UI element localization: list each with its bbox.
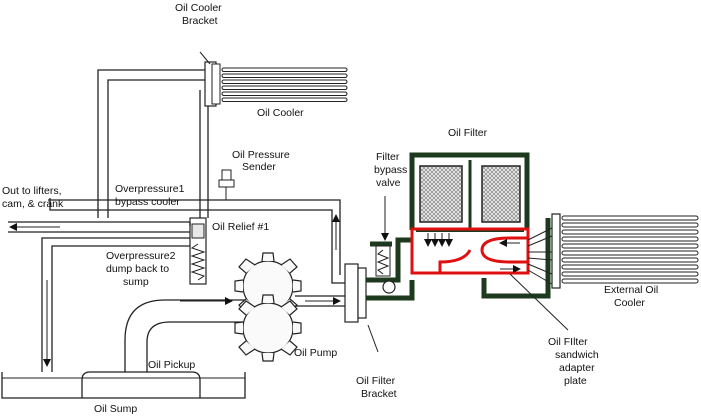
label-out-to-lifters-2: cam, & crank: [2, 198, 64, 210]
label-oil-pump: Oil Pump: [294, 347, 337, 359]
pump-outlet-pipe: [180, 295, 345, 307]
external-oil-cooler: [527, 213, 699, 289]
label-filter-bypass-2: bypass: [374, 164, 407, 176]
label-overpressure1-2: bypass cooler: [115, 196, 180, 208]
label-out-to-lifters-1: Out to lifters,: [2, 185, 62, 197]
label-oil-pickup: Oil Pickup: [148, 359, 195, 371]
label-overpressure2-1: Overpressure2: [106, 250, 176, 262]
label-sandwich-3: adapter: [559, 362, 595, 374]
label-oil-filter: Oil Filter: [448, 127, 488, 139]
label-oil-filter-bracket-2: Bracket: [361, 388, 397, 400]
oil-pressure-sender: [218, 169, 235, 200]
sandwich-adapter-plate: [410, 227, 530, 275]
filter-channels: [366, 218, 551, 301]
label-oil-cooler-bracket-2: Bracket: [182, 15, 218, 27]
out-to-lifters-line: [8, 221, 190, 233]
filter-bypass-valve: [375, 196, 396, 294]
label-oil-relief: Oil Relief #1: [212, 221, 269, 233]
label-overpressure1-1: Overpressure1: [115, 183, 185, 195]
label-overpressure2-3: sump: [123, 276, 149, 288]
oil-filter-housing: [409, 152, 530, 232]
oil-pump: [234, 252, 302, 362]
label-external-oil-cooler-2: Cooler: [614, 297, 645, 309]
cooler-bypass-pipe: [97, 69, 209, 226]
label-filter-bypass-3: valve: [376, 177, 401, 189]
oil-cooler: [199, 51, 348, 107]
label-overpressure2-2: dump back to: [106, 263, 169, 275]
label-oil-pressure-sender-1: Oil Pressure: [232, 149, 290, 161]
label-filter-bypass-1: Filter: [376, 151, 400, 163]
label-oil-cooler: Oil Cooler: [257, 107, 304, 119]
oil-sump: [1, 371, 246, 399]
label-oil-pressure-sender-2: Sender: [242, 161, 276, 173]
oil-pickup-pipe: [124, 299, 245, 372]
label-oil-sump: Oil Sump: [94, 403, 137, 415]
return-pipe: [48, 198, 345, 284]
dump-line: [41, 237, 190, 372]
oil-filter-bracket: [344, 263, 367, 323]
leader-lines: [367, 273, 569, 353]
oil-relief-1: [189, 217, 207, 285]
label-sandwich-2: sandwich: [555, 349, 599, 361]
label-oil-cooler-bracket-1: Oil Cooler: [175, 2, 222, 14]
label-sandwich-4: plate: [564, 375, 587, 387]
label-sandwich-1: Oil FIlter: [548, 336, 588, 348]
label-external-oil-cooler-1: External Oil: [604, 284, 658, 296]
label-oil-filter-bracket-1: Oil Filter: [356, 375, 396, 387]
